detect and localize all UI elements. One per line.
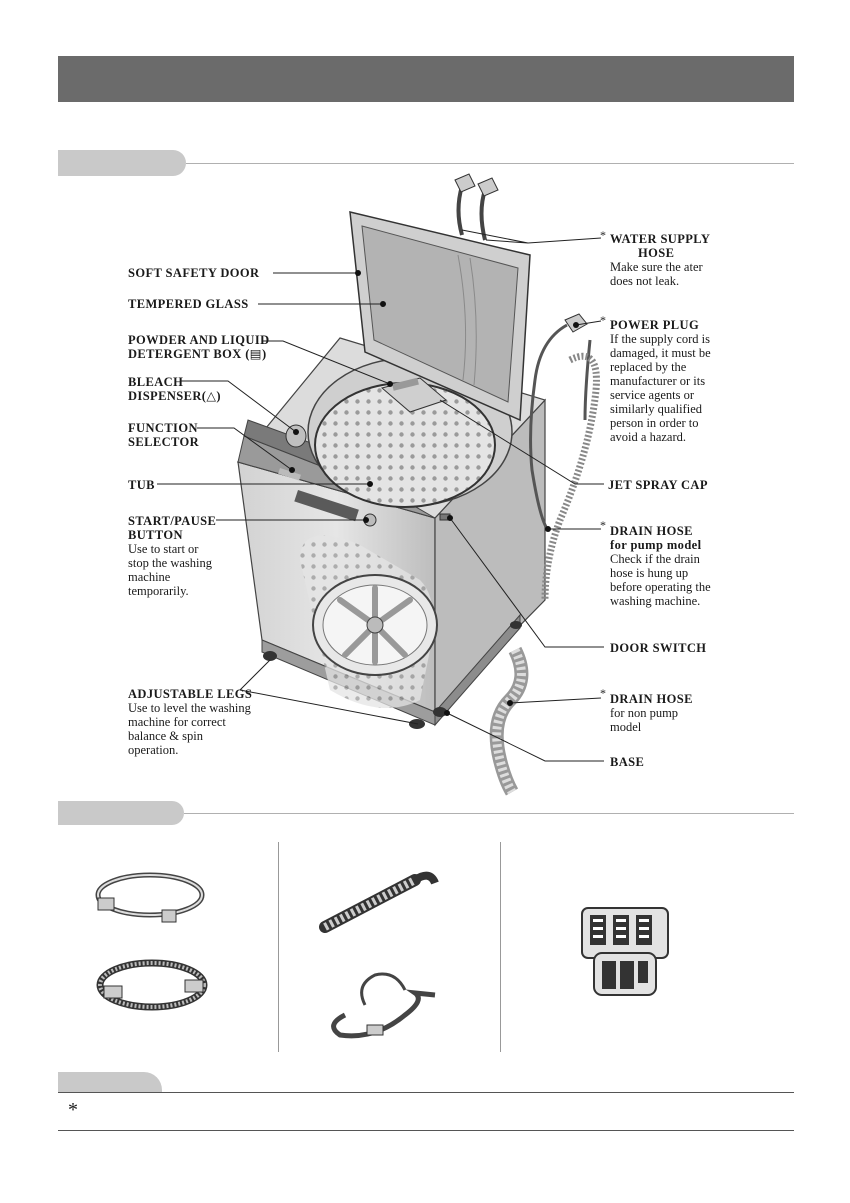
section-tab-parts <box>58 150 186 176</box>
bleach-icon: △ <box>206 389 217 403</box>
leg-left <box>263 651 277 661</box>
detergent-icon: ▤ <box>249 347 262 361</box>
accessory-divider-2 <box>500 842 501 1052</box>
label-bleach-dispenser: BLEACH DISPENSER(△) <box>128 375 221 403</box>
tempered-glass <box>361 225 519 403</box>
notes-asterisk: * <box>68 1099 78 1121</box>
bleach-dispenser <box>285 424 307 448</box>
label-jet-spray-cap: JET SPRAY CAP <box>608 478 708 492</box>
section-divider-parts <box>186 163 794 164</box>
asterisk-drain-pump: * <box>600 518 606 532</box>
notes-divider-bottom <box>58 1130 794 1131</box>
label-tempered-glass: TEMPERED GLASS <box>128 297 249 311</box>
drain-hoses-illustration <box>319 871 439 1039</box>
section-tab-accessories <box>58 801 184 825</box>
label-detergent-box: POWDER AND LIQUID DETERGENT BOX (▤) <box>128 333 270 361</box>
label-base: BASE <box>610 755 645 769</box>
label-drain-hose-nonpump: DRAIN HOSE for non pump model <box>610 692 693 734</box>
asterisk-power-plug: * <box>600 313 606 327</box>
section-divider-accessories <box>184 813 794 814</box>
asterisk-drain-nonpump: * <box>600 686 606 700</box>
lint-filter-illustration <box>581 907 669 996</box>
inlet-hoses-illustration <box>95 872 208 1011</box>
label-door-switch: DOOR SWITCH <box>610 641 707 655</box>
header-bar <box>58 56 794 102</box>
section-tab-notes <box>58 1072 162 1092</box>
accessory-divider-1 <box>278 842 279 1052</box>
label-adjustable-legs: ADJUSTABLE LEGS Use to level the washing… <box>128 687 253 757</box>
label-soft-safety-door: SOFT SAFETY DOOR <box>128 266 260 280</box>
panel-buttons <box>294 490 359 522</box>
label-tub: TUB <box>128 478 155 492</box>
asterisk-water-supply: * <box>600 228 606 242</box>
label-power-plug: POWER PLUG If the supply cord is damaged… <box>610 318 711 444</box>
notes-divider-top <box>58 1092 794 1093</box>
leg-back <box>510 621 522 629</box>
leg-right <box>433 707 447 717</box>
